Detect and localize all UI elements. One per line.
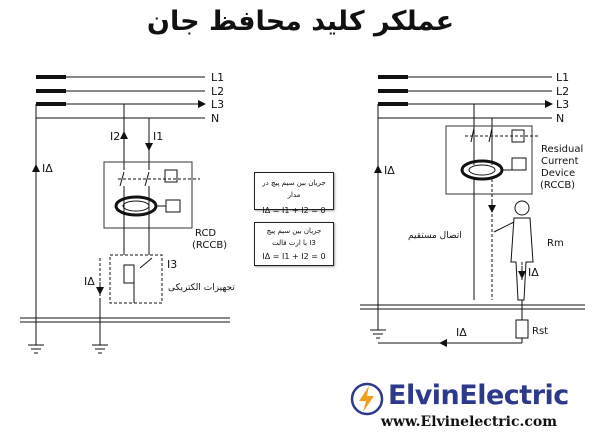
info-box-fault: جریان بین سیم پیچ با ارت فالت I3 IΔ = I1… (254, 222, 334, 266)
right-l1-label: L1 (556, 71, 569, 84)
body-current-label: IΔ (528, 266, 539, 279)
left-l3-label: L3 (211, 98, 224, 111)
left-l1-label: L1 (211, 71, 224, 84)
info-box-1-formula: IΔ = I1 + I2 = 0 (262, 206, 326, 215)
device-label-residual: Residual (541, 144, 583, 155)
brand-name: ElvinElectric (388, 380, 569, 411)
info-box-2-text: جریان بین سیم پیچ (266, 227, 322, 235)
right-diagram (360, 75, 585, 347)
left-rcd-label: RCD (195, 228, 216, 239)
left-rccb-label: (RCCB) (192, 240, 227, 251)
direct-contact-label: اتصال مستقیم (408, 231, 462, 241)
right-n-label: N (556, 112, 564, 125)
right-l3-label: L3 (556, 98, 569, 111)
info-box-2-fault: با ارت فالت I3 (272, 239, 316, 247)
left-diagram (20, 75, 230, 354)
left-i3-label: I3 (167, 258, 177, 271)
left-load-current: IΔ (84, 275, 95, 288)
page-title: عملکر کلید محافظ جان (146, 6, 455, 37)
brand-logo: ElvinElectric www.Elvinelectric.com (350, 380, 590, 435)
device-label-current: Current (541, 156, 579, 167)
rm-label: Rm (547, 238, 564, 249)
info-box-1-text: جریان بین سیم پیچ در مدار (262, 179, 326, 199)
device-label-device: Device (541, 168, 575, 179)
info-box-normal: جریان بین سیم پیچ در مدار IΔ = I1 + I2 =… (254, 172, 334, 215)
brand-url: www.Elvinelectric.com (380, 414, 558, 430)
equipment-label: تجهیزات الکتریکی (168, 283, 235, 293)
left-i2-label: I2 (110, 130, 120, 143)
right-l2-label: L2 (556, 85, 569, 98)
left-delta-current: IΔ (42, 162, 53, 175)
left-n-label: N (211, 112, 219, 125)
ground-current-label: IΔ (456, 326, 467, 339)
info-box-2-formula: IΔ = I1 + I2 = 0 (262, 252, 326, 261)
lightning-bolt-icon (350, 382, 384, 416)
device-label-rccb: (RCCB) (540, 180, 575, 191)
left-i1-label: I1 (153, 130, 163, 143)
rst-label: Rst (532, 326, 548, 337)
right-delta-current: IΔ (384, 164, 395, 177)
left-l2-label: L2 (211, 85, 224, 98)
